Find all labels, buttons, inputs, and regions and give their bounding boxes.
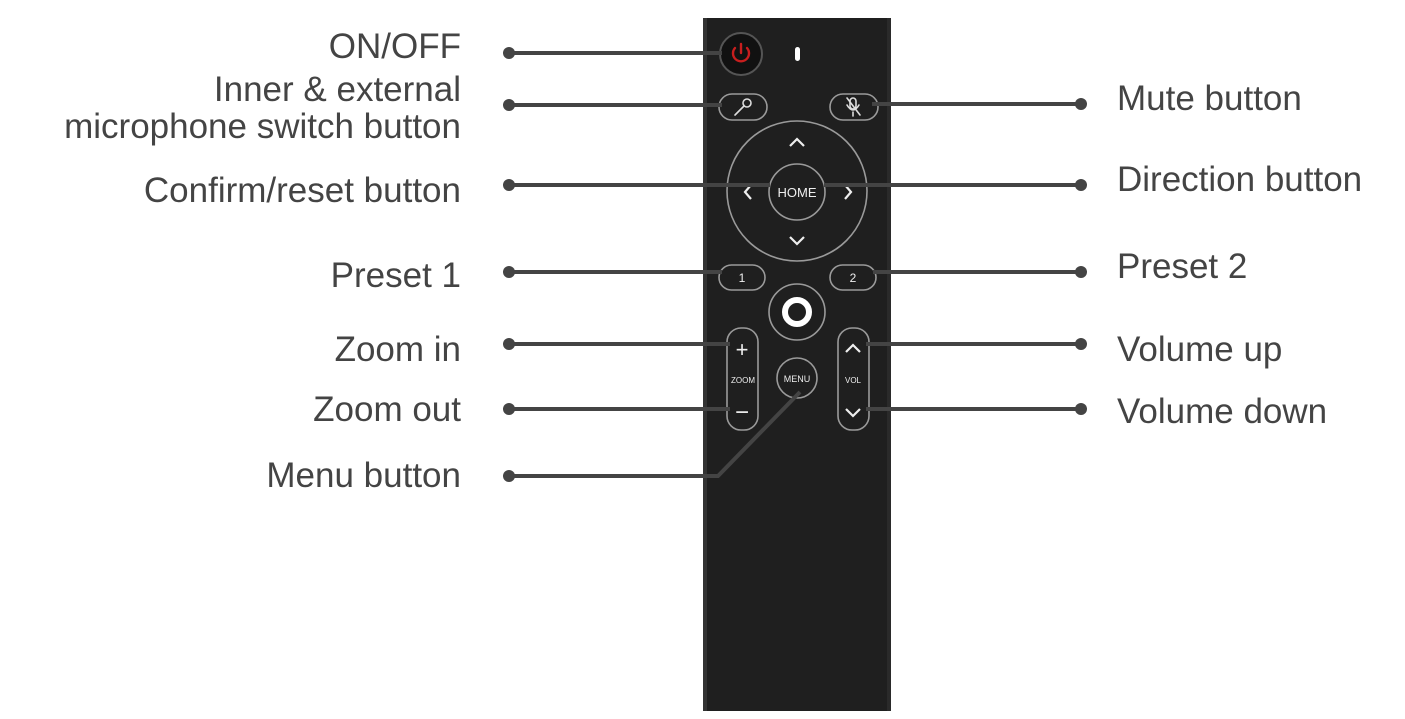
label-mic-switch-line1: Inner & external [64, 72, 461, 109]
label-mute: Mute button [1117, 81, 1302, 118]
preset-2-button[interactable]: 2 [830, 265, 876, 290]
menu-button[interactable]: MENU [777, 358, 817, 398]
label-direction: Direction button [1117, 162, 1362, 199]
volume-rocker[interactable]: VOL [838, 328, 869, 430]
preset-1-label: 1 [739, 271, 746, 285]
label-zoom-out: Zoom out [313, 392, 461, 429]
mute-button[interactable] [830, 94, 878, 120]
mic-switch-button[interactable] [719, 94, 767, 120]
vol-label: VOL [845, 376, 862, 385]
indicator-led [795, 47, 800, 61]
label-mic-switch: Inner & external microphone switch butto… [64, 72, 461, 146]
home-button-label: HOME [778, 185, 817, 200]
label-confirm-reset: Confirm/reset button [144, 173, 461, 210]
label-preset-1: Preset 1 [331, 258, 461, 295]
zoom-minus-label[interactable]: − [735, 399, 749, 426]
zoom-rocker[interactable]: + ZOOM − [727, 328, 758, 430]
label-menu: Menu button [266, 458, 461, 495]
label-on-off: ON/OFF [329, 29, 461, 66]
label-mic-switch-line2: microphone switch button [64, 109, 461, 146]
preset-2-label: 2 [850, 271, 857, 285]
power-button[interactable] [720, 33, 762, 75]
label-preset-2: Preset 2 [1117, 249, 1247, 286]
preset-1-button[interactable]: 1 [719, 265, 765, 290]
label-volume-up: Volume up [1117, 332, 1282, 369]
zoom-label: ZOOM [731, 376, 755, 385]
label-volume-down: Volume down [1117, 394, 1327, 431]
label-zoom-in: Zoom in [335, 332, 461, 369]
home-button[interactable]: HOME [769, 164, 825, 220]
center-ring-button[interactable] [769, 284, 825, 340]
menu-button-label: MENU [784, 374, 811, 384]
zoom-plus-label[interactable]: + [736, 337, 749, 362]
